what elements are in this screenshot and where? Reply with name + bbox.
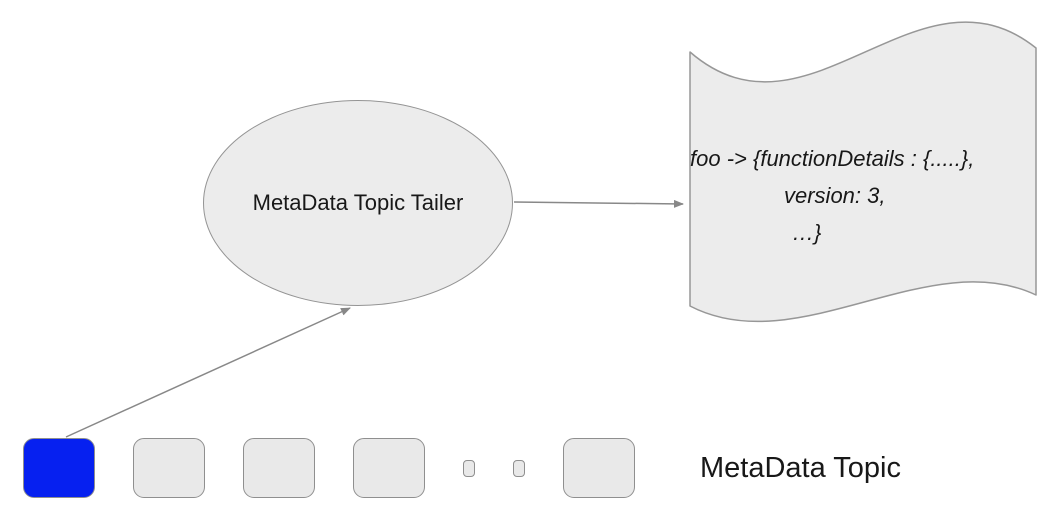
partition-block [513,459,525,477]
record-text-line-1: foo -> {functionDetails : {.....}, [690,146,975,171]
partition-block [563,438,635,498]
partition-block [353,438,425,498]
topic-partition-row [23,438,635,498]
record-text-line-2: version: 3, [784,183,886,208]
record-text-line-3: …} [792,220,822,245]
tailer-ellipse-label: MetaData Topic Tailer [252,190,464,215]
partition-block [243,438,315,498]
arrow-partition-to-tailer [65,307,351,438]
record-flag-text: foo -> {functionDetails : {.....}, versi… [690,140,1038,251]
partition-block [133,438,205,498]
partition-block [463,459,475,477]
record-flag-shape: foo -> {functionDetails : {.....}, versi… [688,14,1040,344]
tailer-ellipse-node: MetaData Topic Tailer [203,100,513,306]
record-flag-outline [689,21,1037,323]
arrow-tailer-to-record [513,199,684,208]
partition-block-highlighted [23,438,95,498]
topic-label: MetaData Topic [700,452,901,484]
